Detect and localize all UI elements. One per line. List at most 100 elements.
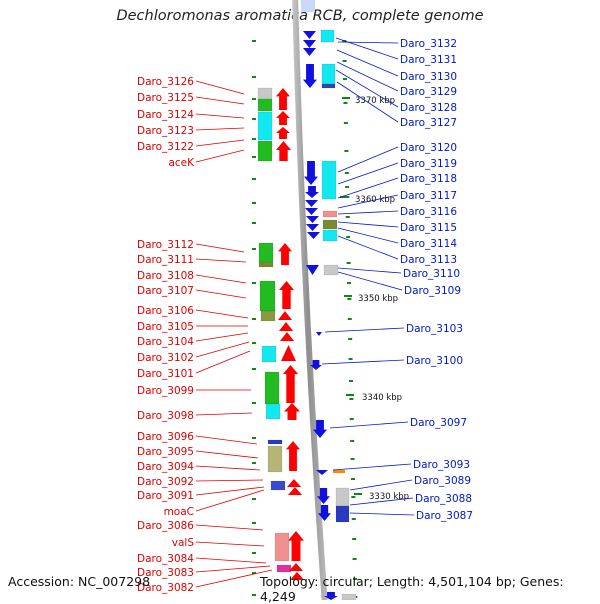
tick-dash [252,98,256,100]
tick-dash [343,122,348,124]
cog-box [321,63,336,85]
gene-label-left: Daro_3102 [137,352,194,364]
accession-text: Accession: NC_007298 [8,574,151,589]
cog-box [264,371,280,405]
cog-box [267,439,283,445]
forward-gene-arrow [280,332,294,341]
gene-label-left: Daro_3092 [137,476,194,488]
gene-label-left: Daro_3098 [137,410,194,422]
gene-label-right: Daro_3127 [400,117,457,129]
forward-gene-arrow [278,243,292,265]
leader-line [337,146,399,173]
tick-dash [347,282,352,284]
tick-dash [352,538,357,540]
gene-label-right: Daro_3089 [414,475,471,487]
tick-dash [346,262,351,264]
tick-dash [252,342,256,344]
leader-line [195,541,265,547]
gene-label-right: Daro_3110 [403,268,460,280]
leader-line [195,565,271,573]
reverse-gene-arrow [307,232,320,239]
leader-line [195,149,245,163]
gene-label-left: Daro_3082 [137,582,194,594]
tick-dash [349,398,354,400]
leader-line [195,557,267,564]
tick-dash [344,172,349,174]
gene-label-left: Daro_3106 [137,305,194,317]
forward-gene-arrow [290,572,304,580]
reverse-gene-arrow [316,332,322,336]
reverse-gene-arrow [305,200,318,207]
tick-label: 3340 kbp [362,393,402,403]
gene-label-right: Daro_3131 [400,54,457,66]
leader-line [195,332,249,342]
leader-line [337,271,403,291]
gene-label-right: Daro_3088 [415,493,472,505]
leader-line [337,267,402,274]
reverse-gene-arrow [306,265,319,275]
forward-gene-arrow [289,563,303,571]
forward-gene-arrow [288,531,304,561]
gene-label-left: Daro_3099 [137,385,194,397]
gene-label-left: Daro_3096 [137,431,194,443]
tick-dash [342,60,347,62]
gene-label-right: Daro_3093 [413,459,470,471]
cog-box [335,505,350,523]
tick-dash [252,572,256,574]
genome-title: Dechloromonas aromatica RCB, complete ge… [116,8,484,24]
cog-box [341,593,357,600]
tick-dash [252,118,256,120]
cog-box [259,280,276,312]
tick-dash [252,552,256,554]
tick-dash [351,518,356,520]
gene-label-right: Daro_3128 [400,102,457,114]
cog-box [322,229,338,242]
cog-box [267,445,283,473]
gene-label-right: Daro_3087 [416,510,473,522]
reverse-gene-arrow [306,224,319,231]
leader-line [195,309,249,319]
tick-dash [347,318,352,320]
gene-label-right: Daro_3119 [400,158,457,170]
forward-gene-arrow [279,281,294,309]
tick-mark [340,196,348,198]
reverse-gene-arrow [303,48,316,56]
leader-line [195,569,273,588]
tick-label: 3330 kbp [369,492,409,502]
tick-dash [252,282,256,284]
gene-label-left: Daro_3112 [137,239,194,251]
tick-dash [352,578,357,580]
tick-dash [344,150,349,152]
cog-box [270,480,286,491]
gene-label-right: Daro_3113 [400,254,457,266]
leader-line [195,435,258,445]
tick-mark [354,493,362,495]
leader-line [195,289,247,299]
leader-line [337,235,399,260]
leader-line [195,274,247,284]
forward-gene-arrow [279,322,293,331]
gene-label-left: Daro_3125 [137,92,194,104]
reverse-gene-arrow [304,161,318,185]
tick-dash [346,236,351,238]
gene-label-right: Daro_3132 [400,38,457,50]
gene-label-left: Daro_3107 [137,285,194,297]
leader-line [349,479,413,491]
cog-box [265,403,281,420]
gene-label-right: Daro_3116 [400,206,457,218]
cog-box [322,210,338,218]
tick-dash [252,202,256,204]
cog-box [258,242,274,265]
leader-line [336,49,399,77]
leader-line [337,162,399,185]
tick-dash [252,368,256,370]
cog-box [257,111,273,141]
tick-dash [252,138,256,140]
genome-backbone [292,0,328,600]
tick-dash [349,418,354,420]
gene-label-left: Daro_3083 [137,567,194,579]
gene-label-right: Daro_3115 [400,222,457,234]
gene-label-left: Daro_3111 [137,254,194,266]
leader-line [195,412,253,416]
